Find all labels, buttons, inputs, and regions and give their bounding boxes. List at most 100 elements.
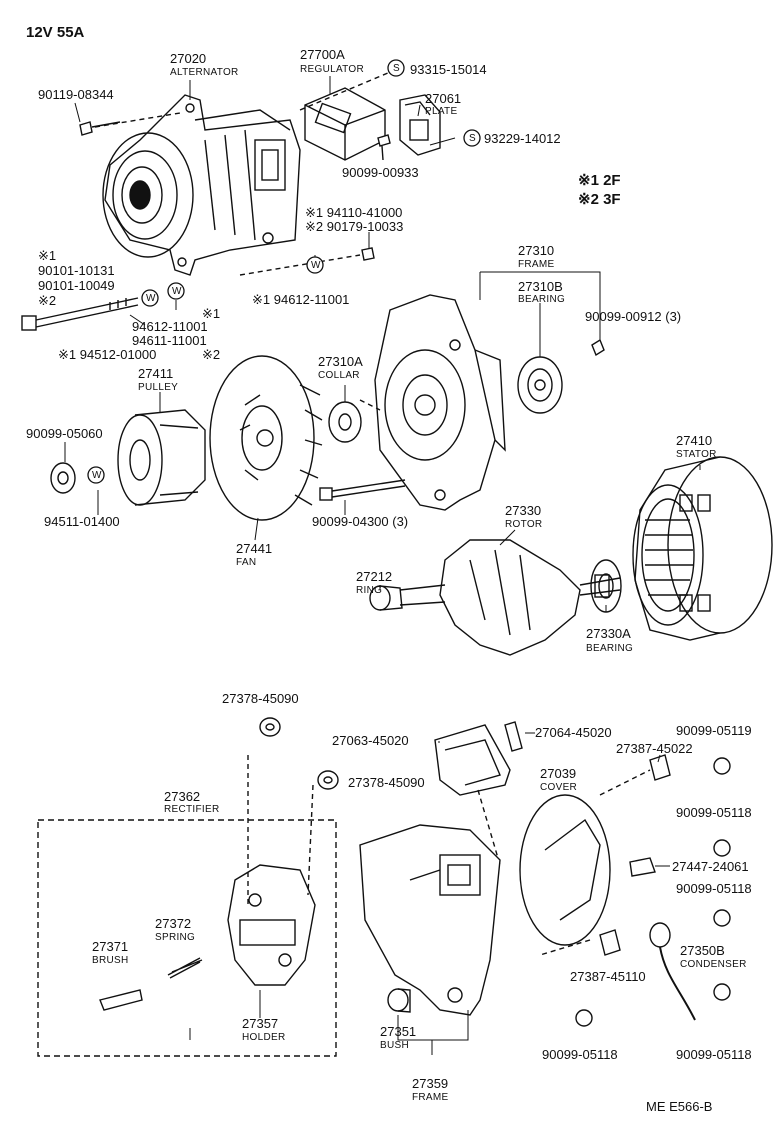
part-90099-05118-d: 90099-05118 — [676, 1047, 752, 1062]
part-94110-41000: ※1 94110-41000 — [305, 205, 403, 220]
part-94612-11001: 94612-11001 — [132, 319, 208, 334]
pin-27064-drawing — [504, 721, 523, 752]
s-washer-marker: S — [469, 133, 476, 144]
part-94611-11001: 94611-11001 — [132, 333, 207, 348]
bolt-90099-04300-drawing — [319, 479, 406, 501]
bracket-27063-drawing — [434, 724, 511, 866]
pulley-drawing — [117, 409, 206, 506]
part-27039-number: 27039 — [540, 766, 577, 781]
stator-drawing — [632, 456, 773, 641]
part-27039-name: COVER — [540, 782, 578, 793]
part-93229-14012: 93229-14012 — [484, 131, 561, 146]
part-27441-name: FAN — [236, 557, 257, 568]
w-washer-marker: W — [311, 260, 321, 271]
nut-washer-drawing — [50, 462, 76, 494]
mark-1: ※1 — [38, 248, 57, 263]
part-27700a-name: REGULATOR — [300, 64, 365, 75]
part-27212-number: 27212 — [356, 569, 393, 584]
part-27441-number: 27441 — [236, 541, 273, 556]
w-washer-marker: W — [172, 286, 182, 297]
brush-drawing — [99, 989, 143, 1011]
part-27330-number: 27330 — [505, 503, 542, 518]
mark-2-mid: ※2 — [202, 347, 221, 362]
spring-drawing — [167, 957, 203, 979]
part-27063-45020: 27063-45020 — [332, 733, 409, 748]
alternator-drawing — [102, 94, 301, 276]
part-27387-45022: 27387-45022 — [616, 741, 693, 756]
part-27310a-name: COLLAR — [318, 370, 360, 381]
part-27700a-number: 27700A — [300, 47, 345, 62]
part-90099-05118-a: 90099-05118 — [676, 805, 752, 820]
through-bolt-drawing — [21, 297, 139, 331]
part-90099-04300: 90099-04300 (3) — [312, 514, 409, 529]
part-93315-15014: 93315-15014 — [410, 62, 487, 77]
part-90099-05118-c: 90099-05118 — [542, 1047, 618, 1062]
w-washer-marker: W — [92, 470, 102, 481]
holder-drawing — [227, 864, 316, 986]
part-27020-name: ALTERNATOR — [170, 67, 239, 78]
legend-line-2: ※2 3F — [578, 191, 621, 208]
part-27310-name: FRAME — [518, 259, 555, 270]
part-27212-name: RING — [356, 585, 383, 596]
mark-2: ※2 — [38, 293, 57, 308]
part-27371-name: BRUSH — [92, 955, 129, 966]
part-27064-45020: 27064-45020 — [535, 725, 612, 740]
part-27410-number: 27410 — [676, 433, 713, 448]
rear-frame-drawing — [359, 824, 501, 1016]
mark-1-mid: ※1 — [202, 306, 221, 321]
drive-end-frame-drawing — [374, 294, 506, 511]
part-27378-45090-a: 27378-45090 — [222, 691, 299, 706]
plate-drawing — [399, 94, 441, 156]
part-90099-05119: 90099-05119 — [676, 723, 752, 738]
bush-drawing — [387, 988, 411, 1013]
part-90099-00933: 90099-00933 — [342, 165, 419, 180]
small-screws-top — [79, 121, 391, 261]
part-90099-00912: 90099-00912 (3) — [585, 309, 682, 324]
part-27359-name: FRAME — [412, 1092, 449, 1103]
s-washer-marker: S — [393, 63, 400, 74]
part-27359-number: 27359 — [412, 1076, 449, 1091]
part-94511-01400: 94511-01400 — [44, 514, 120, 529]
fan-drawing — [209, 355, 323, 521]
part-27350b-name: CONDENSER — [680, 959, 747, 970]
washer-markers — [87, 59, 481, 484]
part-27372-name: SPRING — [155, 932, 196, 943]
part-27357-name: HOLDER — [242, 1032, 286, 1043]
spec-header: 12V 55A — [26, 24, 85, 41]
small-parts-right — [539, 754, 731, 1027]
part-27330-name: ROTOR — [505, 519, 543, 530]
part-27330a-name: BEARING — [586, 643, 634, 654]
cover-drawing — [519, 794, 611, 946]
part-27411-number: 27411 — [138, 366, 174, 381]
diagram-code: ME E566-B — [646, 1099, 713, 1114]
part-27061-name: PLATE — [425, 106, 458, 117]
part-27351-number: 27351 — [380, 1024, 417, 1039]
part-90101-10131: 90101-10131 — [38, 263, 115, 278]
part-27447-24061: 27447-24061 — [672, 859, 749, 874]
screw-90099-00912-drawing — [591, 338, 605, 357]
part-27410-name: STATOR — [676, 449, 717, 460]
part-27411-name: PULLEY — [138, 382, 179, 393]
regulator-drawing — [304, 87, 386, 161]
rectifier-kit-box — [37, 819, 337, 1057]
part-90099-05060: 90099-05060 — [26, 426, 103, 441]
part-90179-10033: ※2 90179-10033 — [305, 219, 404, 234]
part-27351-name: BUSH — [380, 1040, 409, 1051]
part-27362-name: RECTIFIER — [164, 804, 220, 815]
part-27372-number: 27372 — [155, 916, 192, 931]
part-90119-08344: 90119-08344 — [38, 87, 114, 102]
part-27357-number: 27357 — [242, 1016, 279, 1031]
part-27310b-name: BEARING — [518, 294, 566, 305]
part-94512-01000: ※1 94512-01000 — [58, 347, 157, 362]
w-washer-marker: W — [146, 293, 156, 304]
part-27378-45090-b: 27378-45090 — [348, 775, 425, 790]
part-27020-number: 27020 — [170, 51, 207, 66]
washers-27378-drawing — [247, 717, 339, 905]
part-90101-10049: 90101-10049 — [38, 278, 115, 293]
legend-line-1: ※1 2F — [578, 172, 621, 189]
part-27371-number: 27371 — [92, 939, 129, 954]
guide-lines-upper — [94, 69, 396, 411]
part-27310a-number: 27310A — [318, 354, 363, 369]
